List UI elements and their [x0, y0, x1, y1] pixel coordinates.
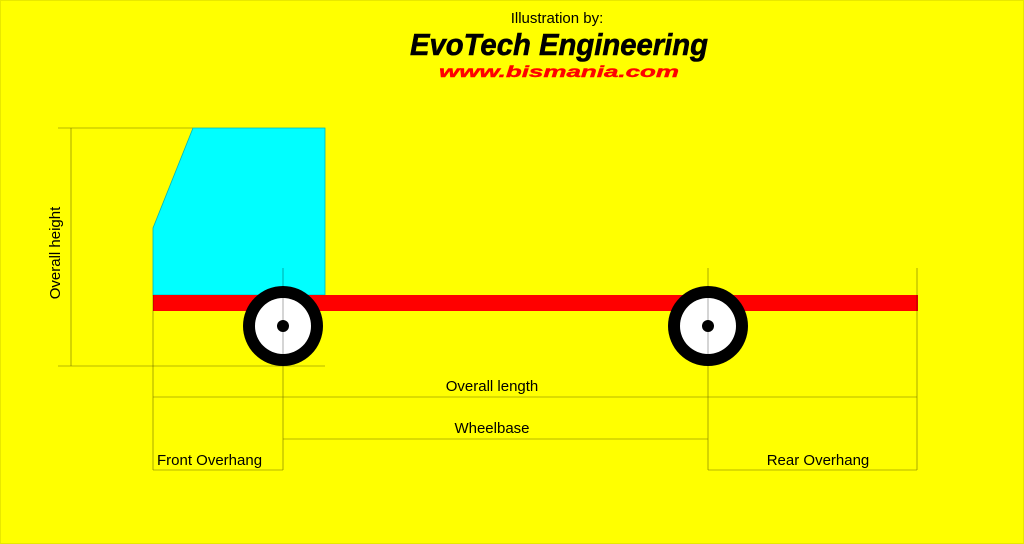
length-extension-lines [152, 268, 918, 471]
company-name: EvoTech Engineering [410, 27, 708, 62]
wheelbase-label: Wheelbase [454, 420, 529, 437]
website-url: www.bismania.com [439, 64, 679, 81]
front-overhang-label: Front Overhang [157, 452, 262, 469]
overall-height-label: Overall height [47, 206, 64, 299]
credit-intro: Illustration by: [511, 10, 604, 27]
rear-overhang-label: Rear Overhang [767, 452, 870, 469]
overall-length-label: Overall length [446, 378, 539, 395]
truck-cab [152, 127, 326, 296]
overall-height-dimension [58, 127, 325, 367]
